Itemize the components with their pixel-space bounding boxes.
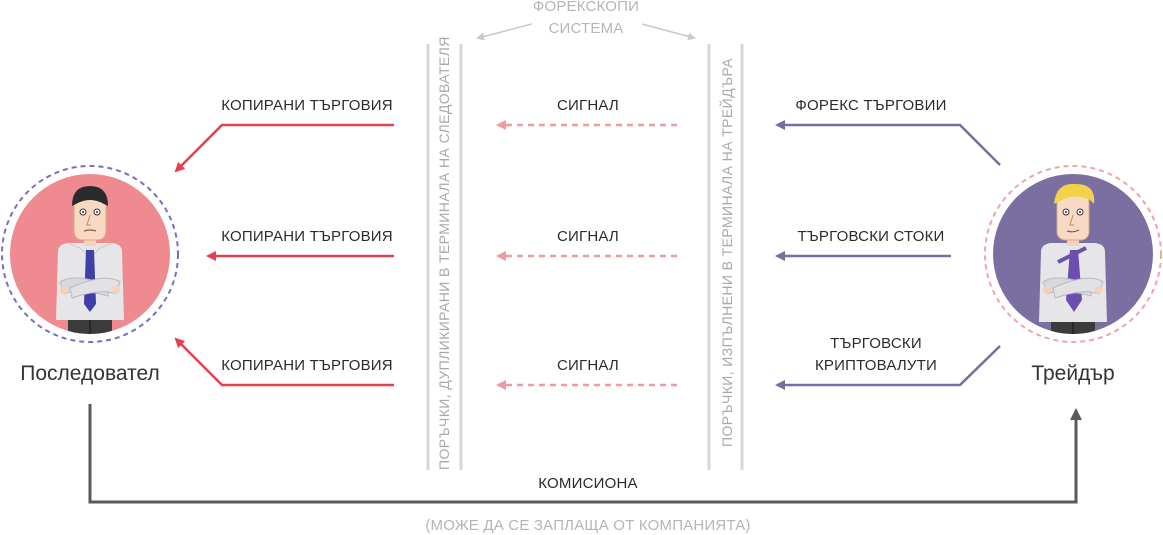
follower-figure xyxy=(56,186,124,334)
follower-avatar: Последовател xyxy=(1,165,179,385)
source-label-3-line1: ТЪРГОВСКИ xyxy=(830,335,922,352)
system-title-line1: ФОРЕКСКОПИ xyxy=(533,0,639,15)
trader-terminal-column: ПОРЪЧКИ, ИЗПЪЛНЕНИ В ТЕРМИНАЛА НА ТРЕЙДЪ… xyxy=(707,44,744,470)
source-label-1: ФОРЕКС ТЪРГОВИИ xyxy=(795,97,946,114)
source-label-3-line2: КРИПТОВАЛУТИ xyxy=(815,357,937,374)
flow-row-1: КОПИРАНИ ТЪРГОВИЯ СИГНАЛ ФОРЕКС ТЪРГОВИИ xyxy=(174,97,1001,173)
commission-label: КОМИСИОНА xyxy=(538,475,637,492)
commission-arrow xyxy=(88,404,1082,504)
follower-terminal-label: ПОРЪЧКИ, ДУПЛИКИРАНИ В ТЕРМИНАЛА НА СЛЕД… xyxy=(436,36,452,470)
copied-trades-label-1: КОПИРАНИ ТЪРГОВИЯ xyxy=(221,97,393,114)
source-arrow-3 xyxy=(775,345,1001,390)
trader-name: Трейдър xyxy=(1031,362,1114,385)
system-arrow-right xyxy=(641,23,696,41)
source-label-2: ТЪРГОВСКИ СТОКИ xyxy=(797,228,944,245)
copy-arrow-1 xyxy=(174,123,394,173)
signal-label-1: СИГНАЛ xyxy=(557,97,619,114)
trader-terminal-label: ПОРЪЧКИ, ИЗПЪЛНЕНИ В ТЕРМИНАЛА НА ТРЕЙДЪ… xyxy=(718,58,735,447)
signal-label-2: СИГНАЛ xyxy=(557,228,619,245)
flow-row-2: КОПИРАНИ ТЪРГОВИЯ СИГНАЛ ТЪРГОВСКИ СТОКИ xyxy=(206,228,951,261)
follower-ring xyxy=(1,165,179,343)
source-arrow-1 xyxy=(775,120,1001,166)
commission-note: (МОЖЕ ДА СЕ ЗАПЛАЩА ОТ КОМПАНИЯТА) xyxy=(425,517,750,534)
system-title-line2: СИСТЕМА xyxy=(548,20,623,37)
signal-label-3: СИГНАЛ xyxy=(557,357,619,374)
trader-avatar: Трейдър xyxy=(984,165,1162,385)
copied-trades-label-3: КОПИРАНИ ТЪРГОВИЯ xyxy=(221,357,393,374)
flow-row-3: КОПИРАНИ ТЪРГОВИЯ СИГНАЛ ТЪРГОВСКИ КРИПТ… xyxy=(174,335,1001,390)
trader-ring xyxy=(984,165,1162,343)
follower-name: Последовател xyxy=(20,362,159,385)
system-arrow-left xyxy=(476,23,533,41)
copied-trades-label-2: КОПИРАНИ ТЪРГОВИЯ xyxy=(221,228,393,245)
trader-figure xyxy=(1039,183,1107,334)
follower-terminal-column: ПОРЪЧКИ, ДУПЛИКИРАНИ В ТЕРМИНАЛА НА СЛЕД… xyxy=(426,36,463,470)
copy-arrow-3 xyxy=(174,337,394,387)
